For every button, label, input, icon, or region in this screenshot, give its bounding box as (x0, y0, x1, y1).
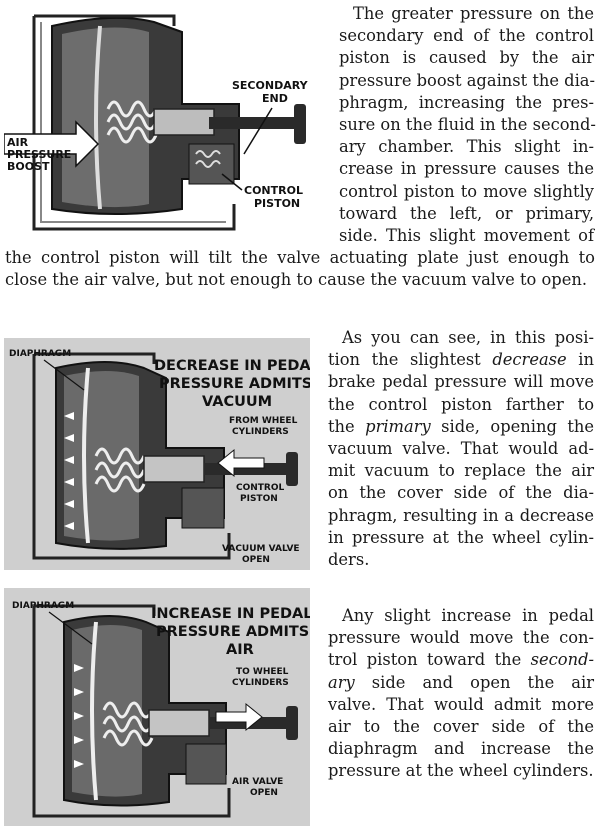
label-diaphragm: DIAPHRAGM (9, 349, 71, 359)
text-line: piston is caused by the air (339, 48, 594, 68)
text-line: pressure boost against the dia- (339, 70, 596, 90)
emphasis: primary (365, 416, 431, 436)
text-line: side. This slight movement of (339, 226, 594, 246)
label-cylinders: CYLINDERS (232, 678, 289, 688)
text-line: pressure would move the con- (328, 628, 594, 648)
emphasis: ary (328, 672, 355, 692)
figure-increase-pedal-pressure: INCREASE IN PEDAL PRESSURE ADMITS AIR DI… (4, 588, 310, 826)
text-line: ders. (328, 550, 370, 570)
label-control: CONTROL (236, 483, 285, 493)
label-pressure: PRESSURE (7, 148, 71, 161)
paragraph-2: As you can see, in this posi- tion the s… (328, 327, 594, 571)
label-air-valve: AIR VALVE (232, 777, 283, 787)
text-line: tion the slightest decrease in (328, 349, 594, 371)
text-line: control piston to move slightly (339, 181, 594, 201)
label-from-wheel: FROM WHEEL (229, 416, 298, 426)
text-line: phragm, increasing the pres- (339, 92, 594, 112)
caption-line-2: PRESSURE ADMITS (156, 624, 309, 640)
text-line: the control piston farther to (328, 394, 594, 414)
text-line: sure on the fluid in the second- (339, 115, 596, 135)
text-span: the (328, 416, 366, 436)
spring-icon (102, 701, 154, 747)
air-arrow-icon (4, 120, 100, 168)
spring-icon (106, 100, 158, 144)
text-line: As you can see, in this posi- (342, 328, 594, 347)
text-line: toward the left, or primary, (339, 203, 594, 223)
text-line: pressure at the wheel cylinders. (328, 761, 594, 781)
text-line: the primary side, opening the (328, 416, 594, 438)
text-span: tion the slightest (328, 350, 493, 370)
text-line: brake pedal pressure will move (328, 372, 594, 392)
text-line: air to the cover side of the (328, 717, 594, 737)
label-piston: PISTON (254, 197, 300, 210)
text-line: vacuum valve. That would ad- (328, 439, 594, 459)
text-line: secondary end of the control (339, 26, 594, 46)
text-span: trol piston toward the (328, 650, 531, 670)
label-diaphragm: DIAPHRAGM (12, 601, 74, 611)
emphasis: second- (530, 650, 594, 670)
text-line: mit vacuum to replace the air (328, 461, 594, 481)
paragraph-1-right: The greater pressure on the secondary en… (339, 3, 596, 247)
booster-diagram-1: AIR PRESSURE BOOST SECONDARY END CONTROL… (4, 4, 334, 244)
text-line: Any slight increase in pedal (342, 606, 594, 625)
text-line: trol piston toward the second- (328, 649, 594, 671)
label-cylinders: CYLINDERS (232, 427, 289, 437)
figure-air-pressure-boost: AIR PRESSURE BOOST SECONDARY END CONTROL… (4, 4, 334, 244)
text-line: the control piston will tilt the valve a… (5, 248, 595, 267)
text-line: valve. That would admit more (328, 694, 594, 714)
label-vacuum-valve: VACUUM VALVE (222, 544, 300, 554)
caption-line-3: VACUUM (202, 394, 272, 410)
label-open: OPEN (242, 555, 270, 565)
booster-diagram-3: INCREASE IN PEDAL PRESSURE ADMITS AIR DI… (4, 588, 310, 826)
text-line: close the air valve, but not enough to c… (5, 270, 588, 290)
text-line: on the cover side of the dia- (328, 483, 594, 503)
paragraph-1-full: the control piston will tilt the valve a… (5, 247, 595, 291)
text-line: in pressure at the wheel cylin- (328, 527, 594, 547)
text-line: phragm, resulting in a decrease (328, 505, 594, 525)
text-span: in (566, 350, 595, 370)
arrows-right-icon (74, 664, 84, 768)
label-control: CONTROL (244, 184, 303, 197)
caption-line-2: PRESSURE ADMITS (159, 376, 310, 392)
label-secondary: SECONDARY (232, 79, 309, 92)
label-to-wheel: TO WHEEL (236, 667, 289, 677)
text-line: ary chamber. This slight in- (339, 137, 594, 157)
text-line: ary side and open the air (328, 672, 594, 694)
figure-decrease-pedal-pressure: DECREASE IN PEDAL PRESSURE ADMITS VACUUM… (4, 338, 310, 570)
booster-diagram-2: DECREASE IN PEDAL PRESSURE ADMITS VACUUM… (4, 338, 310, 570)
text-span: side and open the air (354, 672, 594, 692)
caption-line-1: INCREASE IN PEDAL (151, 606, 310, 622)
label-piston: PISTON (240, 494, 278, 504)
spring-icon (94, 447, 146, 493)
text-line: crease in pressure causes the (339, 159, 594, 179)
label-boost: BOOST (7, 160, 50, 173)
text-line: The greater pressure on the (353, 4, 594, 23)
label-end: END (262, 92, 288, 105)
emphasis: decrease (492, 350, 567, 370)
text-span: side, opening the (430, 416, 595, 436)
caption-line-1: DECREASE IN PEDAL (154, 358, 310, 374)
label-air: AIR (7, 136, 29, 149)
paragraph-3: Any slight increase in pedal pressure wo… (328, 605, 594, 783)
label-open: OPEN (250, 788, 278, 798)
caption-line-3: AIR (226, 642, 254, 658)
text-line: diaphragm and increase the (328, 739, 594, 759)
arrows-left-icon (64, 412, 74, 530)
